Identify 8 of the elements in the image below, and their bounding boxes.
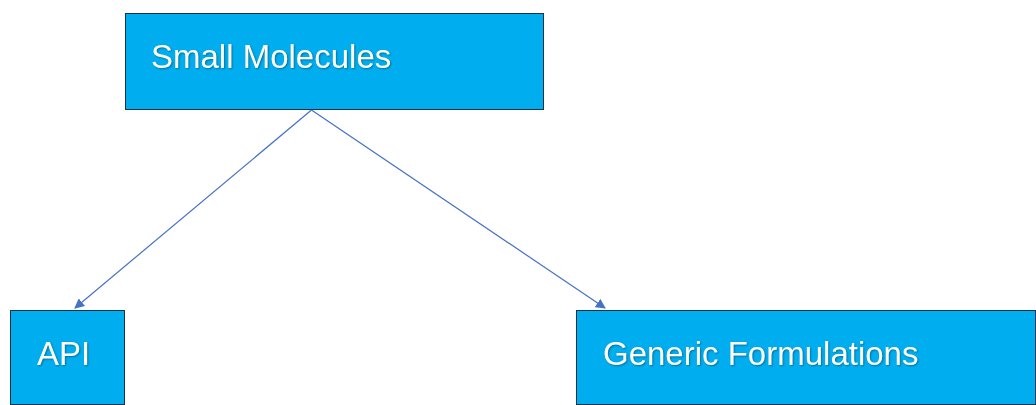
arrow xyxy=(310,109,606,309)
box-label: API xyxy=(37,335,91,373)
arrow xyxy=(74,109,313,309)
box-label: Generic Formulations xyxy=(603,335,919,373)
box-label: Small Molecules xyxy=(151,38,392,76)
category-box xyxy=(10,310,125,405)
category-box xyxy=(125,13,544,110)
category-box xyxy=(576,310,1036,405)
